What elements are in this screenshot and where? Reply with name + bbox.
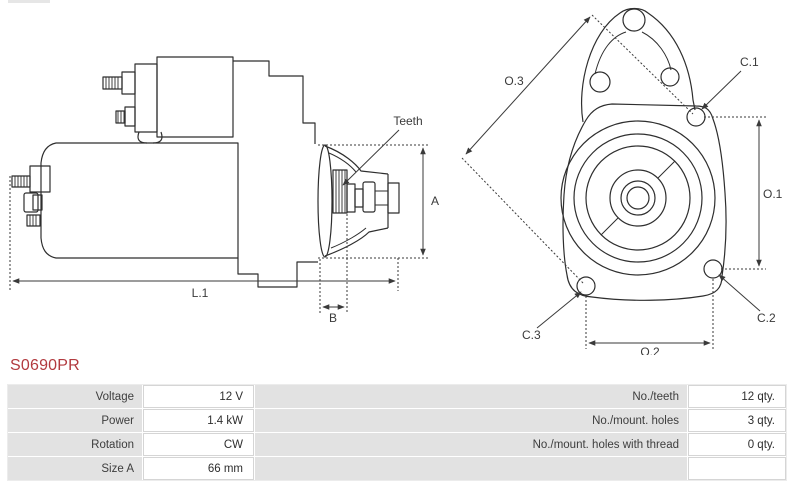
spec-value-mount-holes-thread: 0 qty. [688, 433, 786, 456]
dim-label-teeth: Teeth [393, 114, 422, 128]
dim-label-l1: L.1 [192, 286, 209, 300]
dim-label-o2: O.2 [640, 345, 660, 355]
spec-label-mount-holes: No./mount. holes [255, 409, 687, 432]
front-view-drawing [560, 7, 727, 301]
spec-value-mount-holes: 3 qty. [688, 409, 786, 432]
dim-label-o3: O.3 [504, 74, 524, 88]
spec-label-size-a: Size A [8, 457, 142, 480]
spec-value-power: 1.4 kW [143, 409, 254, 432]
part-number: S0690PR [10, 357, 80, 374]
spec-label-mount-holes-thread: No./mount. holes with thread [255, 433, 687, 456]
spec-value-voltage: 12 V [143, 385, 254, 408]
dim-label-c2: C.2 [757, 311, 776, 325]
dim-label-b: B [329, 311, 337, 325]
spec-value-teeth: 12 qty. [688, 385, 786, 408]
side-view-dimensions [9, 129, 429, 313]
spec-label-teeth: No./teeth [255, 385, 687, 408]
side-view-drawing [11, 56, 400, 288]
top-edge-artifact [8, 0, 50, 3]
technical-drawing: L.1 A B Teeth [9, 7, 783, 355]
spec-table: Voltage 12 V No./teeth 12 qty. Power 1.4… [7, 384, 787, 481]
spec-value-size-a: 66 mm [143, 457, 254, 480]
spec-value-empty [688, 457, 786, 480]
spec-label-power: Power [8, 409, 142, 432]
spec-label-empty [255, 457, 687, 480]
spec-label-rotation: Rotation [8, 433, 142, 456]
dim-label-c3: C.3 [522, 328, 541, 342]
spec-label-voltage: Voltage [8, 385, 142, 408]
dim-label-c1: C.1 [740, 55, 759, 69]
spec-value-rotation: CW [143, 433, 254, 456]
dim-label-a: A [431, 194, 439, 208]
dim-label-o1: O.1 [763, 187, 783, 201]
front-view-dimensions [461, 14, 766, 349]
